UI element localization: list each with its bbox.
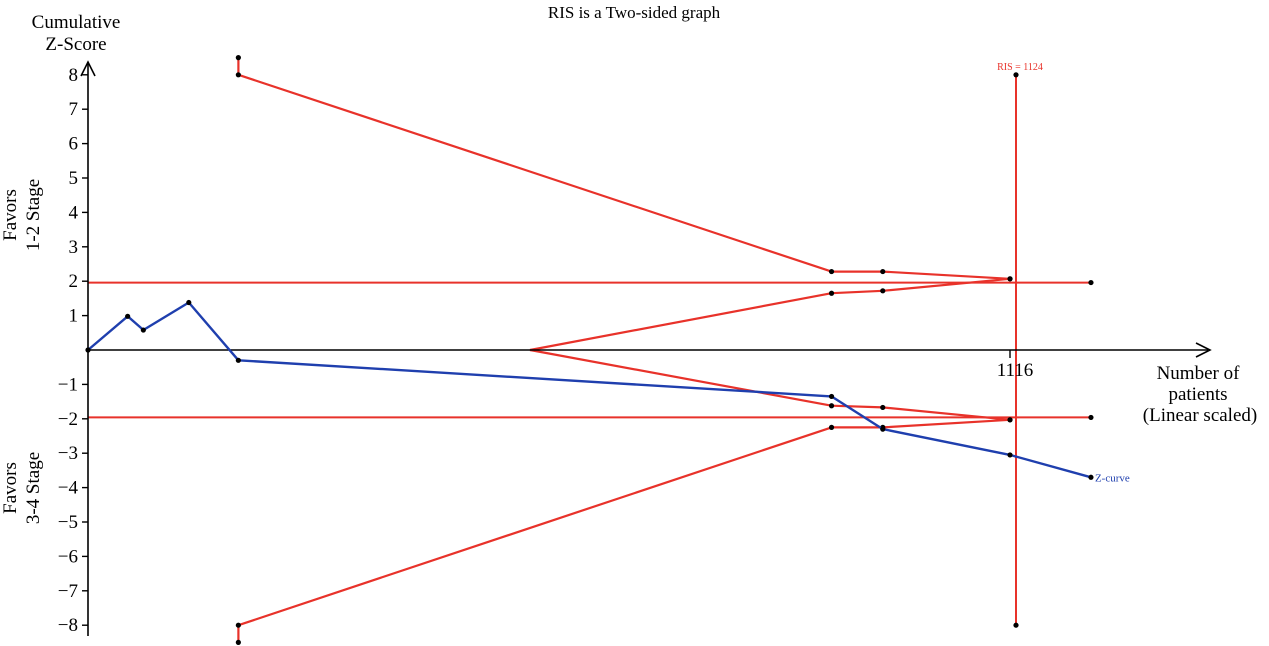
lower-futility-boundary [529, 348, 1011, 421]
upper-futility-boundary [529, 277, 1011, 352]
y-axis-label-line-1: Cumulative [32, 12, 121, 33]
y-tick-label: −1 [58, 374, 78, 395]
upper-futility-boundary-point [1007, 276, 1013, 282]
upper-futility-boundary-point [828, 290, 835, 296]
z-curve-point [85, 347, 91, 353]
upper-region-label-line-2: 1-2 Stage [23, 179, 44, 251]
y-tick-label: −7 [58, 581, 78, 602]
lower-monitoring-boundary-point [235, 622, 241, 628]
lower-futility-boundary-point [880, 404, 886, 411]
x-tick-label: 1116 [997, 360, 1034, 381]
axes-layer: 8 7 6 5 4 3 2 1 −1 −2 −3 −4 −5 −6 −7 −8 1116 [58, 60, 1212, 636]
x-axis-label-line-3: (Linear scaled) [1143, 405, 1257, 426]
y-tick-label: −4 [58, 478, 79, 499]
upper-monitoring-boundary-point [235, 72, 241, 78]
z-curve-point [880, 426, 886, 432]
y-tick-label: −6 [58, 546, 78, 567]
ris-bottom-point [1013, 622, 1019, 628]
upper-futility-boundary-point [880, 288, 886, 294]
z-curve-point [140, 327, 146, 333]
y-tick-label: 3 [69, 237, 79, 258]
lower-monitoring-boundary-point [828, 424, 835, 430]
x-axis-label-line-2: patients [1168, 384, 1227, 405]
ris-top-point [1013, 72, 1019, 78]
z-curve-point [828, 393, 835, 400]
z-curve-layer [85, 299, 1094, 480]
z-curve-label: Z-curve [1095, 472, 1130, 484]
y-tick-label: −8 [58, 615, 78, 636]
lower-region-label-line-2: 3-4 Stage [23, 452, 44, 524]
z-curve-point [125, 313, 131, 319]
chart-title: RIS is a Two-sided graph [548, 3, 721, 22]
y-tick-label: 2 [69, 271, 79, 292]
z-curve-point [235, 357, 241, 363]
upper-monitoring-boundary [237, 57, 1011, 280]
y-tick-label: 5 [69, 168, 79, 189]
upper-region-label-line-1: Favors [0, 189, 21, 241]
y-tick-label: 4 [69, 202, 79, 223]
z-curve-point [1007, 452, 1013, 458]
y-tick-label: 6 [69, 134, 79, 155]
z-curve-line [87, 301, 1092, 479]
y-tick-label: −5 [58, 512, 78, 533]
y-tick-label: −3 [58, 443, 78, 464]
lower-monitoring-boundary-point [235, 639, 241, 646]
upper-monitoring-boundary-point [828, 268, 835, 275]
x-axis-label-line-1: Number of [1157, 363, 1241, 384]
x-axis-arrow [1195, 342, 1212, 358]
lower-futility-boundary-point [828, 403, 835, 409]
y-tick-label: −2 [58, 409, 78, 430]
lower-monitoring-boundary-point [1007, 417, 1013, 423]
conventional-boundary-end-point [1088, 414, 1094, 421]
ris-label: RIS = 1124 [997, 62, 1043, 73]
z-curve-point [186, 299, 192, 306]
y-axis-arrow [80, 60, 96, 77]
y-tick-label: 1 [69, 306, 79, 327]
conventional-boundary-end-point [1088, 279, 1094, 286]
y-axis-label-line-2: Z-Score [45, 34, 106, 55]
upper-monitoring-boundary-point [235, 55, 241, 61]
y-tick-label: 8 [69, 65, 79, 86]
upper-monitoring-boundary-point [880, 268, 886, 275]
y-tick-label: 7 [69, 99, 79, 120]
lower-region-label-line-1: Favors [0, 462, 21, 514]
lower-monitoring-boundary [237, 418, 1011, 643]
z-curve-point [1088, 474, 1094, 480]
